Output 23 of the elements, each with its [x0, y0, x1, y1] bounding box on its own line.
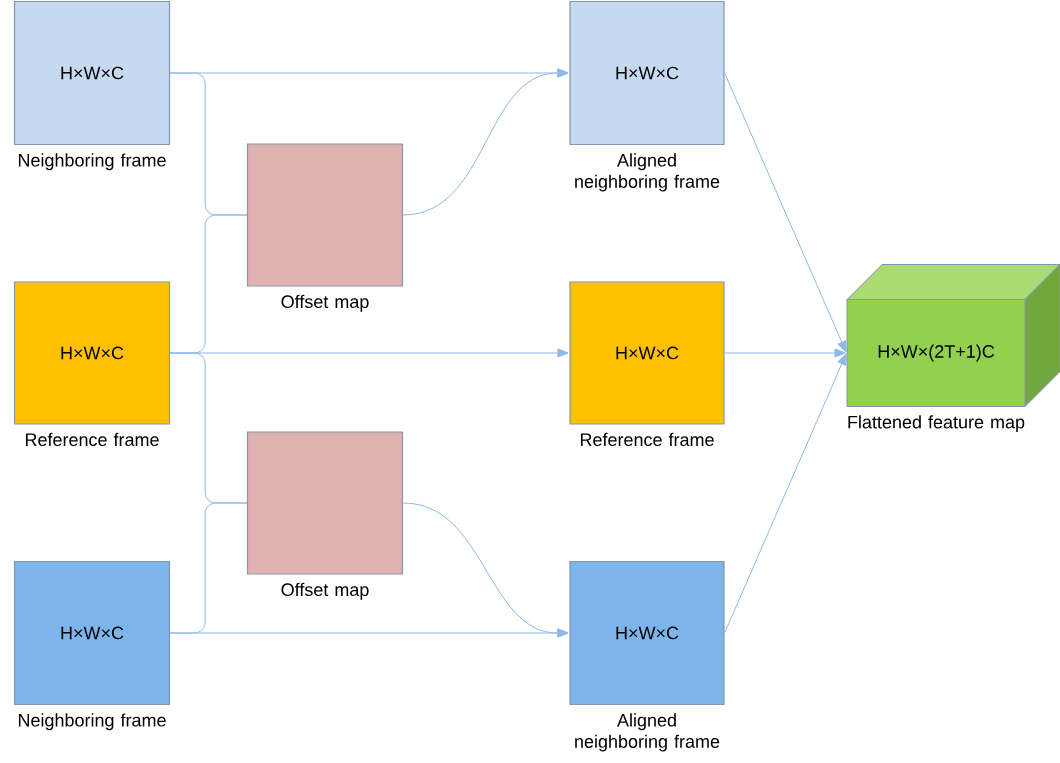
arrow: [724, 72, 847, 353]
cube-drawing: H×W×(2T+1)C: [846, 264, 1060, 407]
arrow: [724, 348, 846, 358]
node-label: Offset map: [281, 294, 369, 312]
offset-map-box: [246, 431, 404, 575]
node-label: Reference frame: [25, 432, 159, 447]
feature-map-box: H×W×C: [13, 281, 171, 425]
feature-map-box: H×W×C: [569, 0, 725, 146]
node-label: Neighboring frame: [18, 153, 166, 171]
arrow: [724, 353, 847, 634]
feature-map-box: H×W×C: [569, 281, 725, 425]
node-label: Aligned neighboring frame: [575, 153, 720, 192]
arrow: [169, 628, 569, 638]
node-label: Aligned neighboring frame: [575, 713, 720, 752]
node-label: Flattened feature map: [848, 415, 1025, 433]
offset-map-box: [246, 143, 404, 287]
feature-map-box: H×W×C: [13, 560, 171, 706]
node-label: Neighboring frame: [18, 713, 166, 731]
node-label: Reference frame: [580, 432, 714, 447]
feature-map-box: H×W×C: [13, 0, 171, 146]
arrow: [402, 68, 569, 216]
node-label: Offset map: [281, 582, 369, 600]
feature-map-box: H×W×C: [569, 560, 725, 706]
